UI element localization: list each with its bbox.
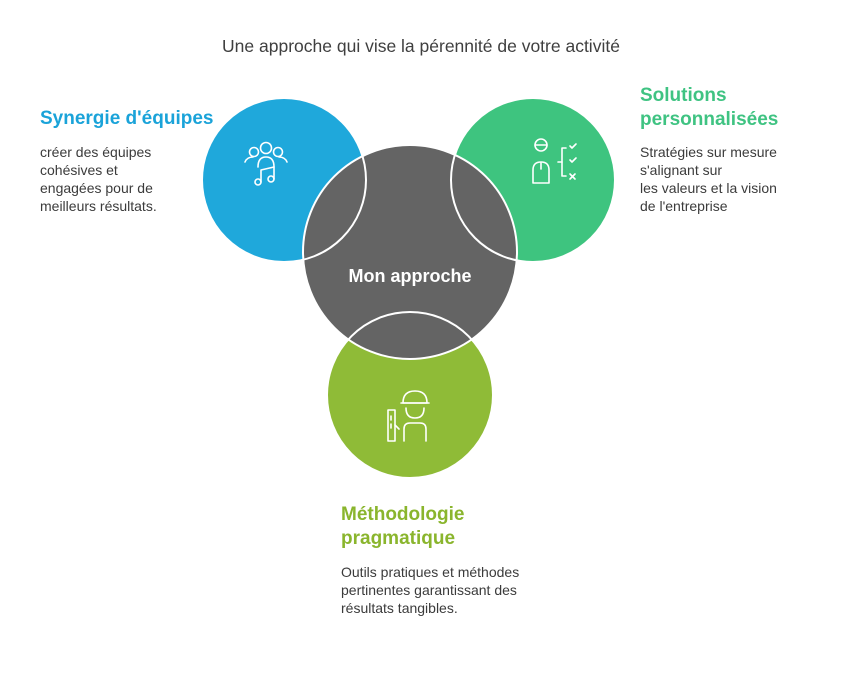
custom-solutions-heading: Solutions personnalisées [640, 84, 820, 132]
person-checklist-icon [532, 138, 577, 184]
outline-green [450, 97, 616, 263]
team-synergy-block: Synergie d'équipes créer des équipes coh… [40, 107, 240, 215]
circle-pragmatic-method [327, 312, 493, 478]
team-music-icon [244, 141, 288, 186]
custom-solutions-block: Solutions personnalisées Stratégies sur … [640, 84, 820, 215]
heading-line: pragmatique [341, 528, 456, 549]
heading-line: Méthodologie [341, 504, 465, 525]
description-line: résultats tangibles. [341, 600, 458, 616]
description-line: créer des équipes [40, 144, 152, 160]
description-line: les valeurs et la vision [640, 180, 777, 196]
circle-center [303, 145, 517, 359]
description-line: Outils pratiques et méthodes [341, 564, 520, 580]
outline-blue [201, 97, 367, 263]
description-line: meilleurs résultats. [40, 198, 157, 214]
custom-solutions-description: Stratégies sur mesure s'alignant sur les… [640, 143, 800, 215]
team-synergy-heading: Synergie d'équipes [40, 108, 214, 129]
center-label: Mon approche [348, 266, 471, 286]
description-line: pertinentes garantissant des [341, 582, 517, 598]
description-line: s'alignant sur [640, 162, 723, 178]
description-line: de l'entreprise [640, 198, 728, 214]
team-synergy-description: créer des équipes cohésives et engagées … [40, 143, 180, 215]
diagram-title: Une approche qui vise la pérennité de vo… [222, 36, 620, 56]
description-line: engagées pour de [40, 180, 153, 196]
outline-center [302, 144, 518, 360]
pragmatic-method-description: Outils pratiques et méthodes pertinentes… [341, 563, 541, 617]
description-line: cohésives et [40, 162, 118, 178]
outline-olive [326, 311, 494, 479]
pragmatic-method-block: Méthodologie pragmatique Outils pratique… [341, 503, 561, 617]
pragmatic-method-heading: Méthodologie pragmatique [341, 503, 561, 551]
worker-tool-icon [387, 390, 430, 442]
heading-line: personnalisées [640, 109, 779, 130]
heading-line: Solutions [640, 85, 727, 106]
description-line: Stratégies sur mesure [640, 144, 777, 160]
